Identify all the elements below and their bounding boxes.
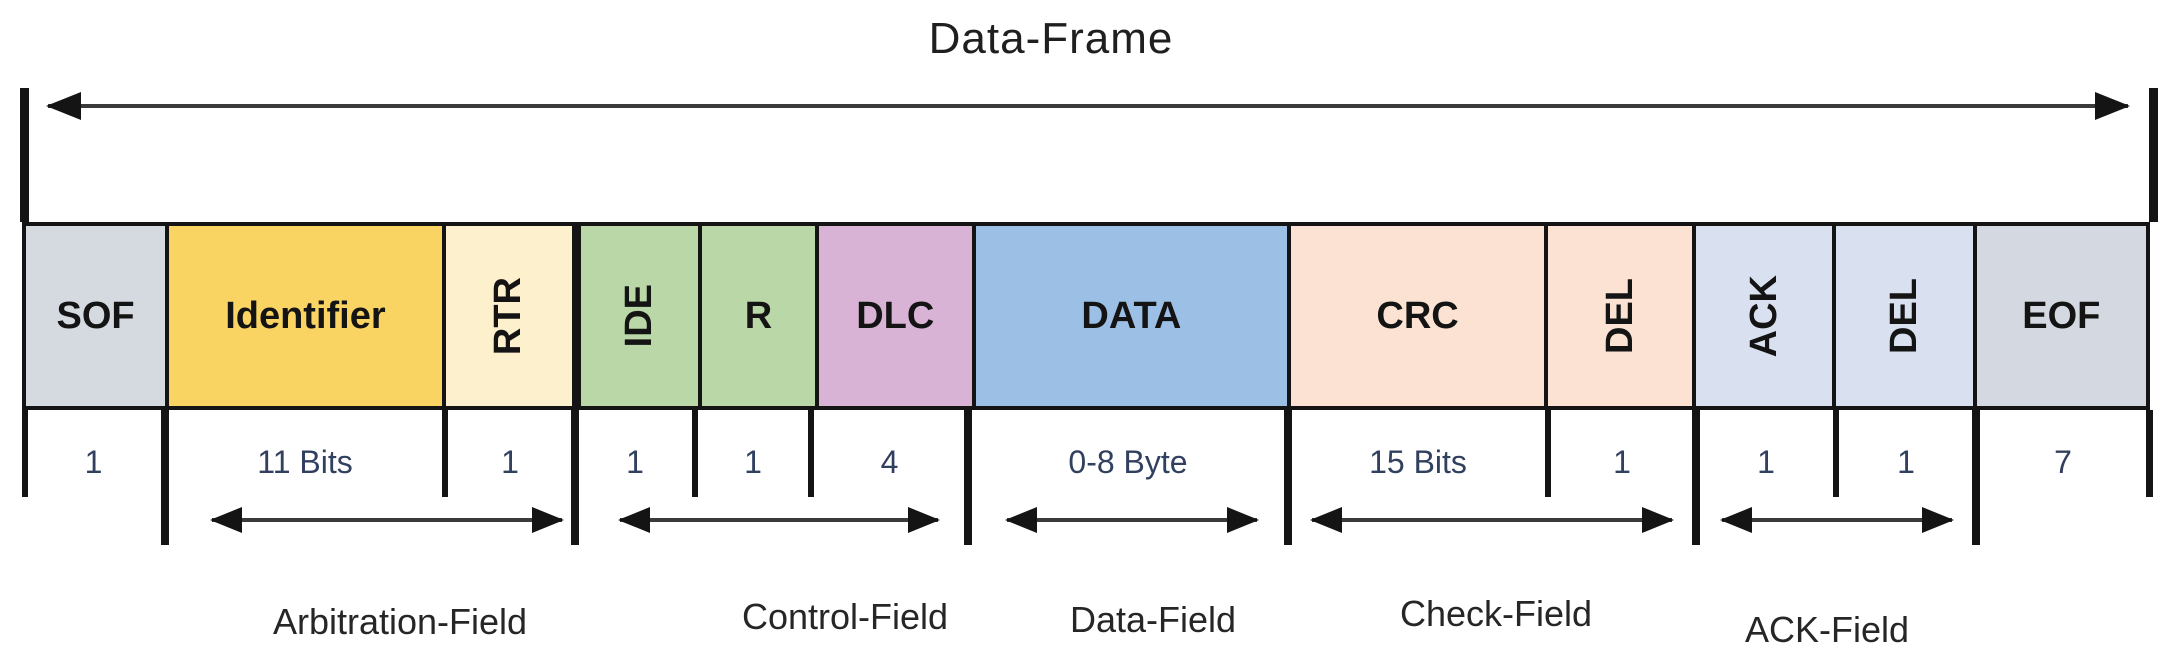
segment-box-identifier: Identifier [165,226,442,406]
segment-label: Identifier [225,294,386,337]
bit-size-del-ack: 1 [1833,410,1976,550]
segment-box-eof: EOF [1972,226,2146,406]
segment-label: SOF [56,294,135,337]
frame-end-bracket [2149,88,2158,222]
bit-size-ide: 1 [571,410,695,550]
bit-size-eof: 7 [1972,410,2153,550]
arbitration-field-arrow-icon [210,507,564,533]
control-field-label: Control-Field [741,596,949,637]
check-field-label: Check-Field [1399,593,1593,634]
bit-size-row: 1 11 Bits 1 1 1 4 0-8 Byte 15 Bits 1 1 1… [22,410,2153,550]
segment-box-rtr: RTR [441,226,573,406]
ack-field-arrow-icon [1720,507,1954,533]
segment-box-ide: IDE [572,226,698,406]
segment-box-sof: SOF [26,226,166,406]
segment-box-data: DATA [971,226,1288,406]
bit-size-ack: 1 [1692,410,1836,550]
bit-size-rtr: 1 [442,410,575,550]
segment-box-crc: CRC [1287,226,1545,406]
bit-size-crc: 15 Bits [1284,410,1548,550]
segment-box-del-crc: DEL [1544,226,1693,406]
segment-label: DATA [1081,294,1182,337]
bit-size-r: 1 [692,410,811,550]
bit-size-dlc: 4 [808,410,968,550]
data-field-arrow-icon [1005,507,1259,533]
data-field-label: Data-Field [1069,599,1237,640]
bit-size-del-crc: 1 [1545,410,1696,550]
bit-size-sof: 1 [22,410,165,550]
segment-box-del-ack: DEL [1832,226,1973,406]
data-frame-span-arrow-icon [46,92,2130,120]
segment-box-ack: ACK [1692,226,1833,406]
segment-label: CRC [1376,294,1459,337]
frame-segment-row: SOF Identifier RTR IDE R DLC DATA CRC DE… [22,222,2150,410]
field-group-annotations: Arbitration-Field Control-Field Data-Fie… [22,0,2150,662]
ack-field-label: ACK-Field [1744,609,1910,650]
bit-size-identifier: 11 Bits [161,410,445,550]
segment-box-r: R [697,226,815,406]
segment-label: DLC [856,294,935,337]
check-field-arrow-icon [1310,507,1674,533]
bit-size-data: 0-8 Byte [964,410,1288,550]
control-field-arrow-icon [618,507,940,533]
segment-label: R [744,294,773,337]
segment-label: EOF [2022,294,2101,337]
segment-box-dlc: DLC [814,226,972,406]
frame-start-bracket [20,88,29,222]
arbitration-field-label: Arbitration-Field [272,601,528,642]
diagram-title: Data-Frame [928,14,1174,63]
